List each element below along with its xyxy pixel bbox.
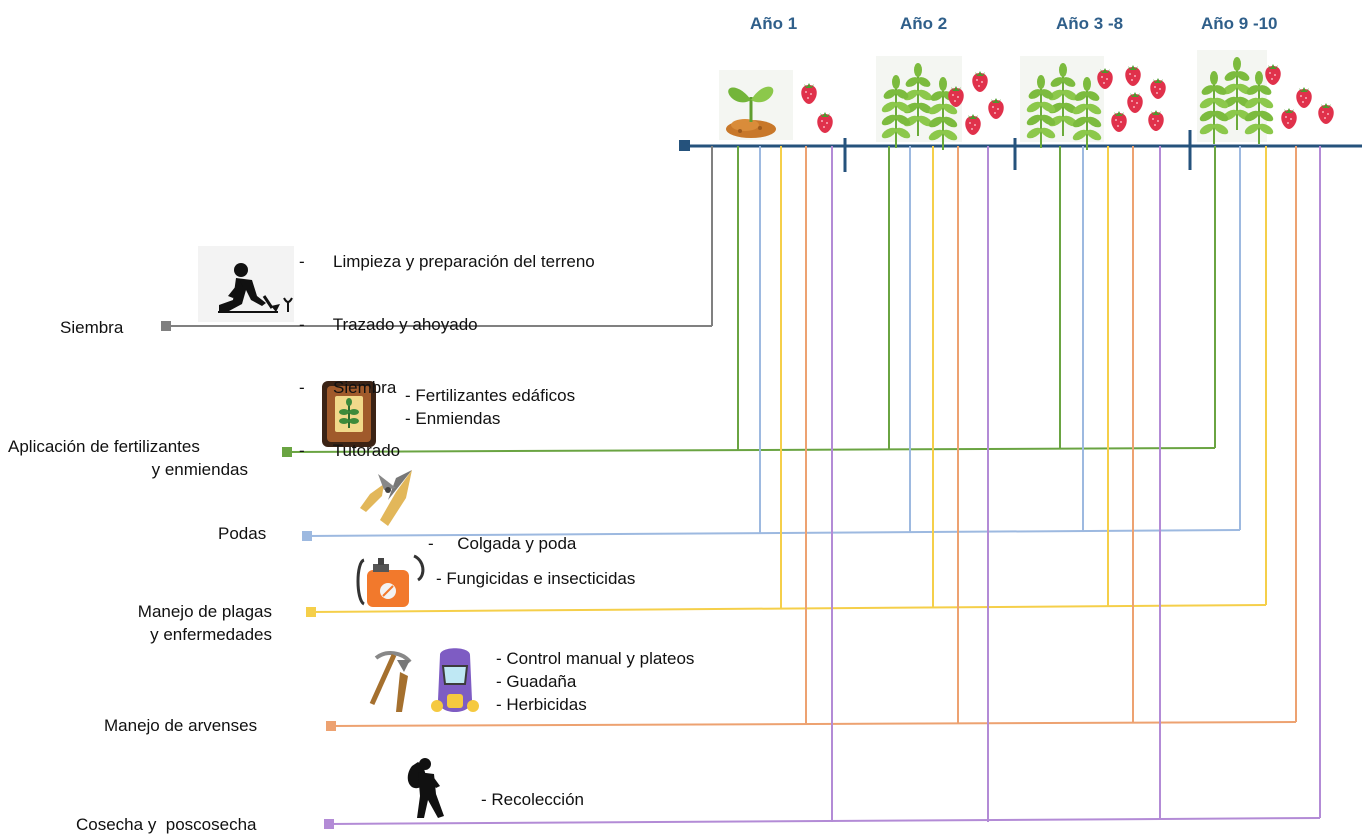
marker-plagas bbox=[306, 607, 316, 617]
task-item: - Limpieza y preparación del terreno bbox=[299, 252, 595, 271]
task-item: - Trazado y ahoyado bbox=[299, 314, 478, 334]
activity-label-fertilizacion: Aplicación de fertilizantes y enmiendas bbox=[8, 437, 248, 479]
task-item: - Fungicidas e insecticidas bbox=[436, 569, 636, 588]
harvester-with-sack-icon bbox=[407, 758, 444, 818]
task-list-cosecha: - Recolección bbox=[481, 789, 584, 812]
fertilizer-sack-icon bbox=[322, 381, 376, 447]
year-label-3-8: Año 3 -8 bbox=[1056, 14, 1124, 33]
task-item: - Enmiendas bbox=[405, 408, 501, 428]
year-label-2: Año 2 bbox=[900, 14, 948, 33]
year-label-9-10: Año 9 -10 bbox=[1201, 14, 1278, 33]
task-item: - Colgada y poda bbox=[428, 534, 577, 553]
task-item: - Herbicidas bbox=[496, 694, 587, 714]
task-list-fertilizacion: - Fertilizantes edáficos - Enmiendas bbox=[405, 385, 575, 431]
task-list-plagas: - Fungicidas e insecticidas bbox=[436, 568, 635, 591]
connector-plagas bbox=[310, 146, 1267, 613]
task-item: - Siembra bbox=[299, 377, 397, 397]
marker-fertilizacion bbox=[282, 447, 292, 457]
task-item: - Tutorado bbox=[299, 440, 401, 460]
task-item: - Guadaña bbox=[496, 671, 577, 691]
person-planting-icon bbox=[198, 246, 294, 322]
task-item: - Control manual y plateos bbox=[496, 649, 695, 668]
backpack-sprayer-icon bbox=[356, 554, 425, 607]
task-item: - Recolección bbox=[481, 790, 584, 809]
pickaxe-gas-mask-icon bbox=[369, 648, 479, 712]
activity-label-cosecha: Cosecha y poscosecha bbox=[76, 815, 257, 834]
connector-arvenses bbox=[330, 146, 1297, 727]
activity-label-arvenses: Manejo de arvenses bbox=[104, 716, 258, 735]
year-9-10-plants-image bbox=[1197, 50, 1334, 145]
marker-siembra bbox=[161, 321, 171, 331]
connector-podas bbox=[306, 146, 1241, 537]
task-list-siembra: - Limpieza y preparación del terreno - T… bbox=[299, 211, 595, 483]
task-list-arvenses: - Control manual y plateos - Guadaña - H… bbox=[496, 648, 694, 717]
activity-label-plagas: Manejo de plagas y enfermedades bbox=[137, 602, 272, 644]
timeline-start-marker bbox=[679, 140, 690, 151]
activity-label-podas: Podas bbox=[218, 524, 267, 543]
pruning-shears-icon bbox=[360, 470, 412, 526]
connector-cosecha bbox=[328, 146, 1321, 825]
year-label-1: Año 1 bbox=[750, 14, 798, 33]
year-2-plants-image bbox=[876, 56, 1004, 151]
marker-cosecha bbox=[324, 819, 334, 829]
connector-siembra bbox=[166, 146, 713, 327]
task-list-podas: - Colgada y poda bbox=[428, 493, 576, 576]
task-item: - Fertilizantes edáficos bbox=[405, 386, 576, 405]
marker-arvenses bbox=[326, 721, 336, 731]
year-1-seedling-image bbox=[719, 70, 833, 140]
connector-fertilizacion bbox=[287, 146, 1216, 453]
year-3-8-plants-image bbox=[1020, 56, 1166, 151]
activity-label-siembra: Siembra bbox=[60, 318, 124, 337]
marker-podas bbox=[302, 531, 312, 541]
